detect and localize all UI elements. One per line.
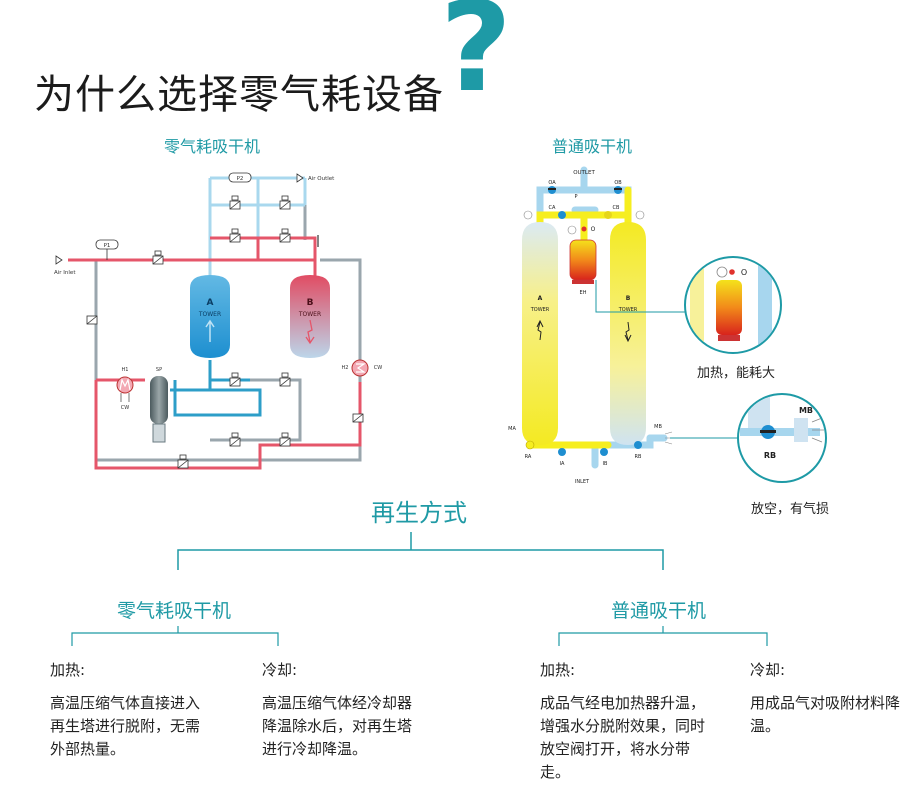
svg-text:EH: EH <box>580 290 587 296</box>
zoom-vent-circle: MB RB <box>737 393 827 483</box>
rt-tower-a: A TOWER <box>522 222 558 445</box>
svg-text:TOWER: TOWER <box>530 307 550 313</box>
rt-ia-label: IA <box>560 461 565 467</box>
rt-ma-label: MA <box>508 426 516 432</box>
tree-right-branch: 普通吸干机 <box>611 600 707 622</box>
svg-text:TOWER: TOWER <box>618 307 638 313</box>
left-diagram-label: 零气耗吸干机 <box>164 137 261 156</box>
svg-text:MB: MB <box>799 406 813 415</box>
svg-text:P2: P2 <box>237 176 244 182</box>
leaf1-text: 高温压缩气体直接进入再生塔进行脱附，无需外部热量。 <box>50 694 201 758</box>
rt-ib-label: IB <box>603 461 608 467</box>
rt-ra-label: RA <box>525 454 532 460</box>
conventional-dryer-diagram: A TOWER B TOWER EH O OUTLET OA OB CA CB … <box>508 166 827 485</box>
svg-text:RB: RB <box>764 451 776 460</box>
tree-root-heading: 再生方式 <box>371 499 467 527</box>
svg-text:B: B <box>626 295 631 302</box>
valves <box>86 195 364 469</box>
zoom1-caption: 加热，能耗大 <box>697 366 776 381</box>
tower-a-label: A <box>207 298 214 308</box>
right-diagram-label: 普通吸干机 <box>552 137 633 156</box>
air-outlet-arrow-icon <box>296 173 304 183</box>
page-title: 为什么选择零气耗设备 <box>34 72 444 118</box>
rt-cb-label: CB <box>613 205 620 211</box>
tower-b: B TOWER <box>290 275 330 358</box>
leaf4-heading: 冷却: <box>750 661 786 679</box>
h2-label: H2 <box>342 365 349 371</box>
pressure-gauge-p1: P1 <box>95 239 119 260</box>
heat-exchanger-h2: H2 CW <box>342 359 382 377</box>
rt-ob-label: OB <box>614 180 622 186</box>
zoom-heater-circle: O <box>684 256 782 354</box>
cw2-label: CW <box>374 365 382 371</box>
tower-b-sub: TOWER <box>298 311 321 318</box>
rt-rb-label: RB <box>635 454 642 460</box>
leaf2-text: 高温压缩气体经冷却器降温除水后，对再生塔进行冷却降温。 <box>262 694 413 758</box>
tower-b-label: B <box>307 298 314 308</box>
tower-a: A TOWER <box>190 275 230 358</box>
rt-valves <box>525 186 642 456</box>
separator: SP <box>150 367 168 443</box>
leaf3-heading: 加热: <box>540 661 576 679</box>
rt-gauges <box>523 210 645 235</box>
rt-outlet-label: OUTLET <box>573 170 595 176</box>
rt-inlet-label: INLET <box>575 479 590 485</box>
leaf2-heading: 冷却: <box>262 661 298 679</box>
rt-tower-b: B TOWER <box>610 222 646 445</box>
svg-text:P1: P1 <box>104 243 111 249</box>
heat-exchanger-h1: H1 CW <box>116 367 134 411</box>
leaf3-text: 成品气经电加热器升温，增强水分脱附效果，同时放空阀打开，将水分带走。 <box>540 694 706 781</box>
tree-connectors <box>71 532 768 646</box>
svg-text:O: O <box>591 226 596 233</box>
h1-label: H1 <box>122 367 129 373</box>
rt-mb-label: MB <box>654 424 662 430</box>
sp-label: SP <box>156 367 162 373</box>
electric-heater: EH O <box>569 226 597 296</box>
zero-purge-dryer-diagram: A TOWER B TOWER SP H1 CW H2 CW P1 P2 <box>54 172 382 470</box>
air-inlet-label: Air Inlet <box>54 270 76 276</box>
air-outlet-label: Air Outlet <box>308 176 335 182</box>
svg-text:A: A <box>538 295 543 302</box>
hot-pipes <box>68 236 362 470</box>
pressure-gauge-p2: P2 <box>228 172 252 183</box>
cw1-label: CW <box>121 405 129 411</box>
zoom2-caption: 放空，有气损 <box>751 502 830 517</box>
blue-pipes <box>170 360 262 417</box>
rt-oa-label: OA <box>548 180 556 186</box>
question-mark-icon: ? <box>440 0 512 120</box>
tree-left-branch: 零气耗吸干机 <box>117 600 232 622</box>
cold-pipes <box>208 176 307 280</box>
air-inlet-arrow-icon <box>55 255 63 265</box>
svg-text:O: O <box>741 268 747 277</box>
rt-ca-label: CA <box>549 205 556 211</box>
leaf1-heading: 加热: <box>50 661 86 679</box>
rt-p-label: P <box>574 194 577 200</box>
tower-a-sub: TOWER <box>198 311 221 318</box>
leader-line-1 <box>595 280 700 313</box>
leaf4-text: 用成品气对吸附材料降温。 <box>750 694 901 735</box>
